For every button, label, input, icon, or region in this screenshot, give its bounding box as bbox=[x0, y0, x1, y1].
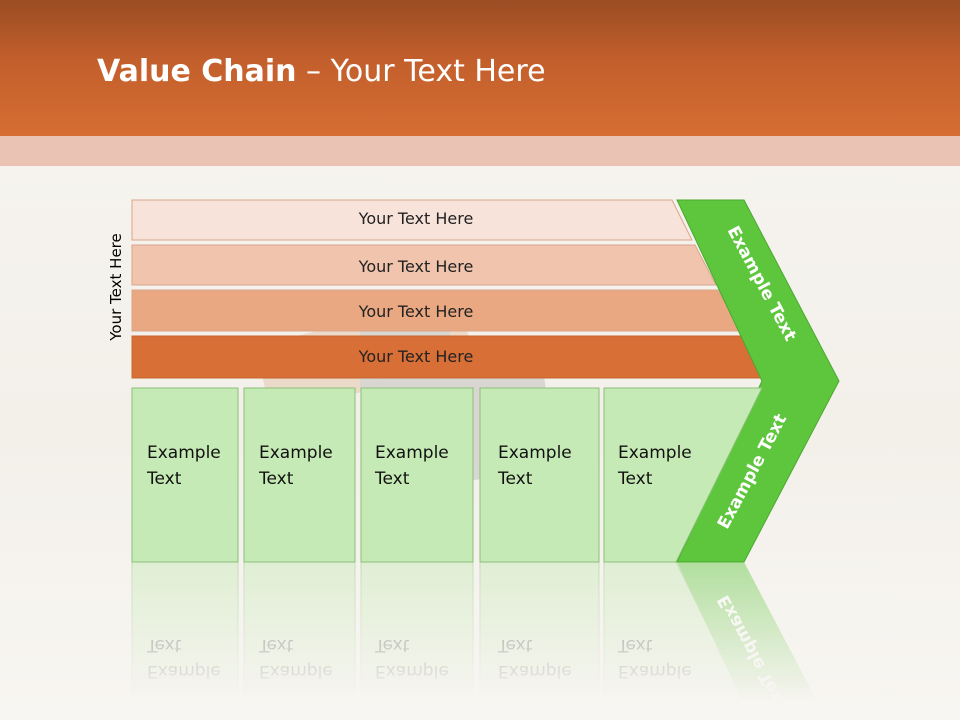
reflection-box-1-line2: Text bbox=[146, 635, 182, 655]
box-3-line2: Text bbox=[374, 469, 410, 489]
bar-2 bbox=[131, 244, 717, 286]
box-1-line2: Text bbox=[146, 469, 182, 489]
box-3-line1: Example bbox=[375, 443, 449, 463]
boxes-group: Example Text Example Text Example Text E… bbox=[131, 387, 763, 563]
bar-3-label: Your Text Here bbox=[358, 302, 474, 321]
box-5-line1: Example bbox=[618, 443, 692, 463]
page-title-bold: Value Chain bbox=[97, 54, 297, 89]
reflection-box-5-line1: Example bbox=[618, 661, 692, 681]
box-2-line1: Example bbox=[259, 443, 333, 463]
reflection-box-5 bbox=[603, 561, 755, 720]
bar-2-label: Your Text Here bbox=[358, 257, 474, 276]
box-2-line2: Text bbox=[258, 469, 294, 489]
bar-4-label: Your Text Here bbox=[358, 347, 474, 366]
box-4 bbox=[479, 387, 600, 563]
bars-group: Your Text Here Your Text Here Your Text … bbox=[131, 199, 765, 379]
bar-1-label: Your Text Here bbox=[358, 209, 474, 228]
page-title-rest: – Your Text Here bbox=[296, 54, 546, 89]
header-band bbox=[0, 0, 960, 136]
reflection-box-5-line2: Text bbox=[617, 635, 653, 655]
reflection-box-4-line2: Text bbox=[497, 635, 533, 655]
bar-1 bbox=[131, 199, 693, 241]
reflection-box-2-line2: Text bbox=[258, 635, 294, 655]
reflection-box-3 bbox=[360, 561, 474, 720]
reflection-box-1-line1: Example bbox=[147, 661, 221, 681]
box-2 bbox=[243, 387, 356, 563]
box-5-line2: Text bbox=[617, 469, 653, 489]
reflection-box-3-line1: Example bbox=[375, 661, 449, 681]
reflection-chevron bbox=[677, 562, 827, 720]
box-1-line1: Example bbox=[147, 443, 221, 463]
reflection-box-4-line1: Example bbox=[498, 661, 572, 681]
box-4-line2: Text bbox=[497, 469, 533, 489]
reflection-box-3-line2: Text bbox=[374, 635, 410, 655]
box-4-line1: Example bbox=[498, 443, 572, 463]
header-strip bbox=[0, 136, 960, 166]
reflection-box-2-line1: Example bbox=[259, 661, 333, 681]
box-3 bbox=[360, 387, 474, 563]
box-1 bbox=[131, 387, 239, 563]
reflection-box-4 bbox=[479, 561, 600, 720]
reflection-box-1 bbox=[131, 561, 239, 720]
page-title: Value Chain – Your Text Here bbox=[97, 54, 546, 89]
reflection-box-2 bbox=[243, 561, 356, 720]
reflection: Example Text Example Text Example Text E… bbox=[131, 561, 827, 720]
